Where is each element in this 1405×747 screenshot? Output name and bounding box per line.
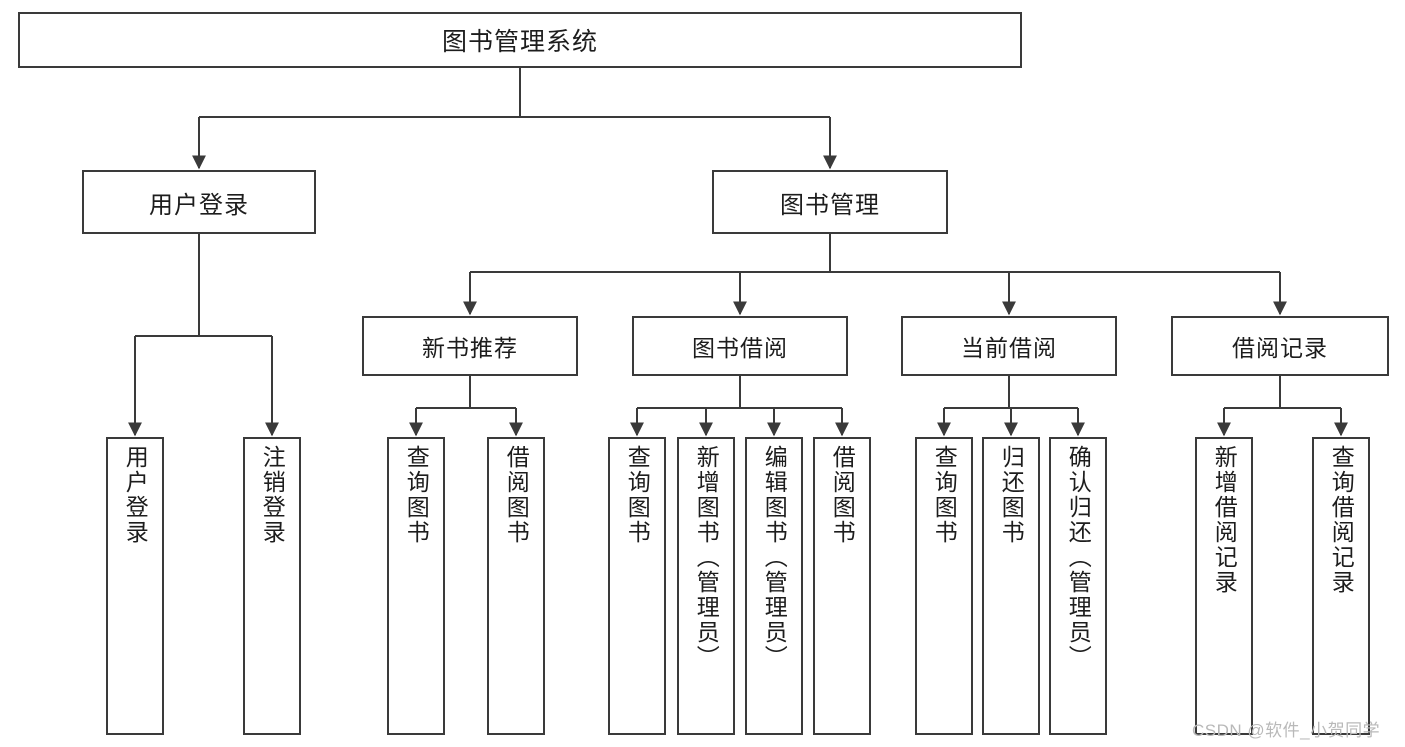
node-book-borrow-label: 图书借阅 — [692, 335, 788, 361]
node-leaf-add-borrow-record[interactable]: 新增借阅记录 — [1195, 437, 1253, 735]
node-leaf-confirm-return-admin[interactable]: 确认归还（管理员） — [1049, 437, 1107, 735]
node-root[interactable]: 图书管理系统 — [18, 12, 1022, 68]
node-new-book-recommend-label: 新书推荐 — [422, 335, 518, 361]
node-leaf-query-borrow-record-label: 查询借阅记录 — [1328, 445, 1355, 595]
node-leaf-logout-login[interactable]: 注销登录 — [243, 437, 301, 735]
node-leaf-return-book[interactable]: 归还图书 — [982, 437, 1040, 735]
node-leaf-add-book-admin[interactable]: 新增图书（管理员） — [677, 437, 735, 735]
node-borrow-record[interactable]: 借阅记录 — [1171, 316, 1389, 376]
node-leaf-borrow-book-recommend[interactable]: 借阅图书 — [487, 437, 545, 735]
node-root-label: 图书管理系统 — [441, 28, 598, 56]
node-leaf-user-login[interactable]: 用户登录 — [106, 437, 164, 735]
node-leaf-add-book-admin-label: 新增图书（管理员） — [693, 445, 720, 670]
node-leaf-query-book-borrow-label: 查询图书 — [624, 445, 651, 545]
node-book-borrow[interactable]: 图书借阅 — [632, 316, 848, 376]
node-leaf-borrow-book[interactable]: 借阅图书 — [813, 437, 871, 735]
node-leaf-edit-book-admin[interactable]: 编辑图书（管理员） — [745, 437, 803, 735]
node-leaf-query-book-borrow[interactable]: 查询图书 — [608, 437, 666, 735]
node-leaf-user-login-label: 用户登录 — [122, 445, 149, 545]
node-new-book-recommend[interactable]: 新书推荐 — [362, 316, 578, 376]
node-current-borrow-label: 当前借阅 — [961, 335, 1057, 361]
node-leaf-edit-book-admin-label: 编辑图书（管理员） — [761, 445, 788, 670]
node-leaf-confirm-return-admin-label: 确认归还（管理员） — [1065, 445, 1092, 670]
node-leaf-return-book-label: 归还图书 — [998, 445, 1025, 545]
node-user-login[interactable]: 用户登录 — [82, 170, 316, 234]
node-borrow-record-label: 借阅记录 — [1232, 335, 1328, 361]
node-leaf-query-book-current[interactable]: 查询图书 — [915, 437, 973, 735]
node-leaf-add-borrow-record-label: 新增借阅记录 — [1211, 445, 1238, 595]
node-current-borrow[interactable]: 当前借阅 — [901, 316, 1117, 376]
node-leaf-query-book-recommend[interactable]: 查询图书 — [387, 437, 445, 735]
node-book-management-label: 图书管理 — [780, 191, 880, 219]
csdn-watermark: CSDN @软件_小贺同学 — [1192, 721, 1381, 740]
node-user-login-label: 用户登录 — [149, 191, 249, 219]
node-leaf-borrow-book-label: 借阅图书 — [829, 445, 856, 545]
node-leaf-query-book-current-label: 查询图书 — [931, 445, 958, 545]
node-leaf-query-book-recommend-label: 查询图书 — [403, 445, 430, 545]
node-leaf-logout-login-label: 注销登录 — [259, 445, 286, 545]
node-leaf-borrow-book-recommend-label: 借阅图书 — [503, 445, 530, 545]
node-leaf-query-borrow-record[interactable]: 查询借阅记录 — [1312, 437, 1370, 735]
node-book-management[interactable]: 图书管理 — [712, 170, 948, 234]
